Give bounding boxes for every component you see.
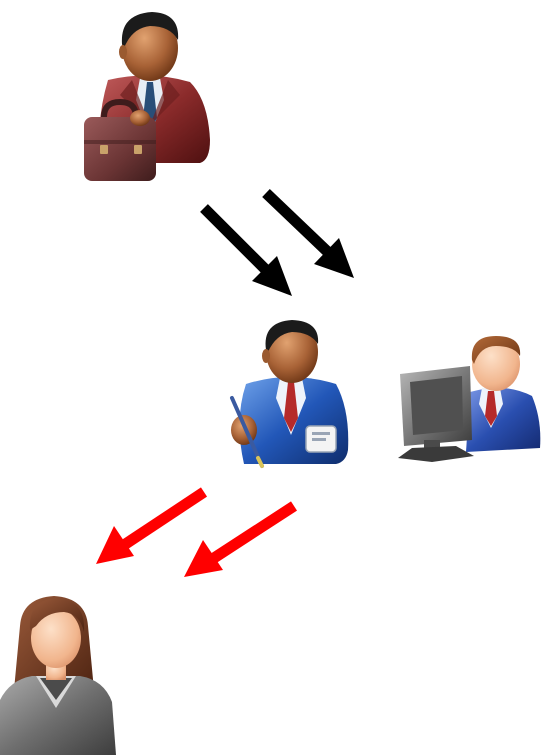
red-arrow-right: [184, 506, 294, 577]
businessman-with-briefcase-icon: [84, 12, 210, 181]
red-arrow-left: [96, 492, 204, 564]
businesswoman-icon: [0, 596, 116, 755]
black-arrow-left: [204, 208, 292, 296]
clerk-with-pen-and-badge-icon: [231, 320, 348, 466]
computer-operator-icon: [398, 336, 540, 462]
